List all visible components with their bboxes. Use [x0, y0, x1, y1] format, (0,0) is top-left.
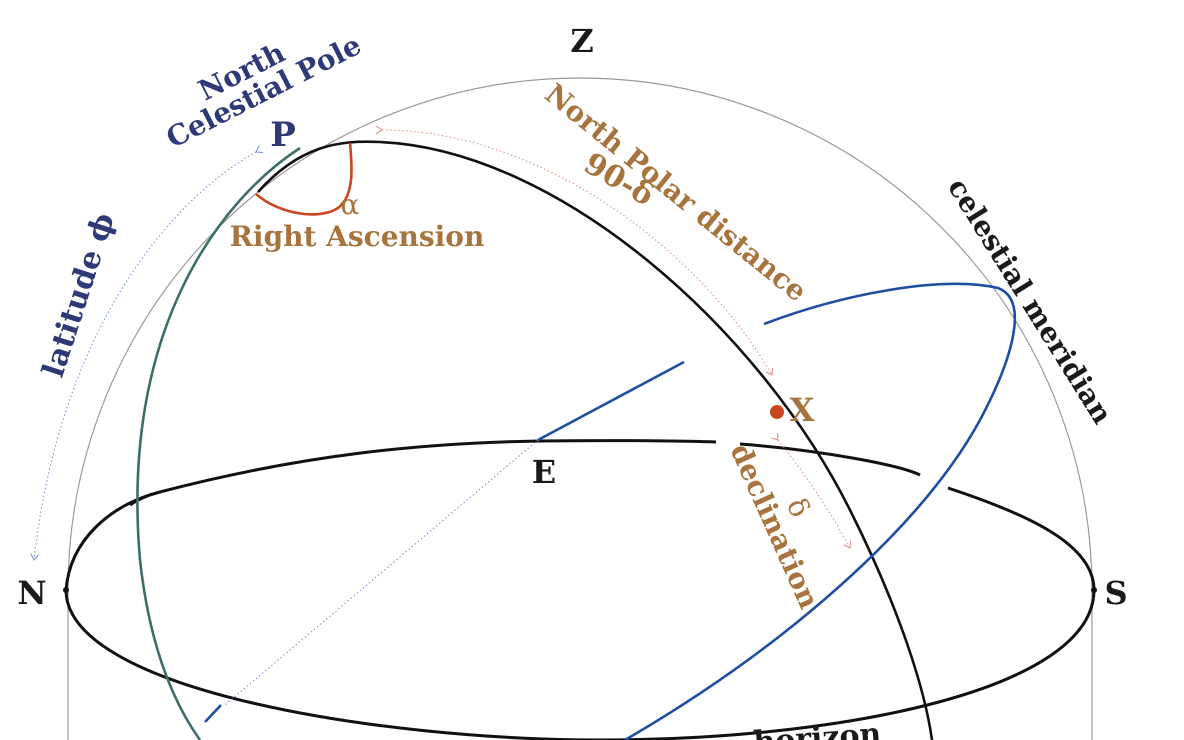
declination-label: declination — [724, 439, 826, 614]
north-point-dot — [63, 587, 69, 593]
latitude-arrow — [34, 152, 256, 560]
right-ascension-label: Right Ascension — [230, 220, 485, 253]
south-label: S — [1104, 574, 1127, 612]
east-label: E — [532, 453, 556, 491]
star-x-point — [770, 405, 784, 419]
zenith-label: Z — [570, 22, 593, 60]
celestial-equator-back-dotted — [224, 439, 539, 706]
horizon-ellipse-back — [64, 439, 1096, 591]
latitude-label: latitude ϕ — [36, 209, 122, 382]
north-polar-distance-label: North Polar distance — [539, 77, 814, 308]
celestial-equator-low-segment — [204, 704, 222, 723]
celestial-meridian-label: celestial meridian — [941, 172, 1119, 429]
north-label: N — [17, 574, 46, 612]
declination-arrow — [778, 440, 850, 548]
star-label: X — [790, 391, 815, 429]
pole-label: P — [270, 115, 296, 155]
horizon-label: horizon — [752, 717, 882, 740]
horizon-ellipse-front — [64, 589, 1096, 740]
alpha-label: α — [341, 188, 360, 221]
south-point-dot — [1091, 587, 1097, 593]
right-ascension-arc — [255, 142, 353, 216]
celestial-equator-east-segment — [537, 360, 685, 442]
celestial-equator-front — [624, 282, 1017, 740]
